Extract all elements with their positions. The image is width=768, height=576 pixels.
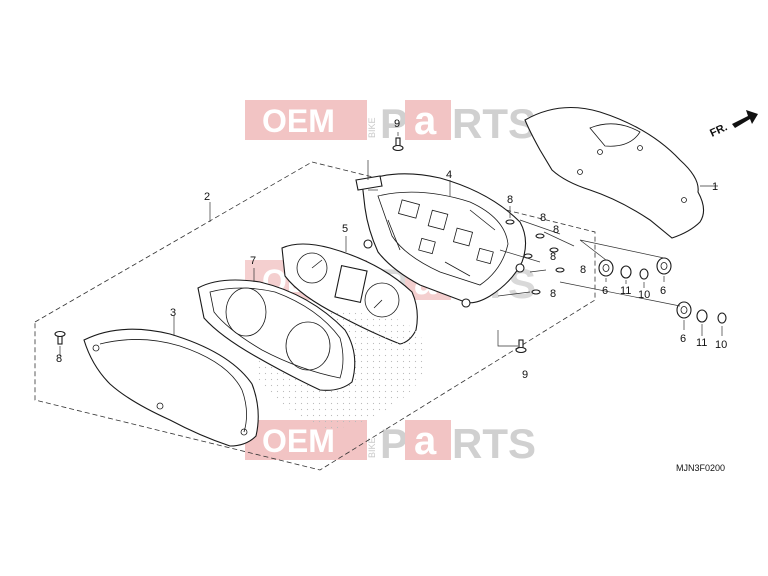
- outer-lens-clip: [92, 344, 100, 352]
- meter-case-shape: [361, 173, 527, 304]
- callout-8: 8: [550, 251, 556, 263]
- front-arrow-icon: [732, 110, 758, 128]
- meter-case-ribs: [387, 209, 496, 277]
- screw-9-top: [392, 137, 404, 152]
- callout-6: 6: [602, 285, 608, 297]
- callout-11: 11: [620, 285, 631, 297]
- watermark-top: OEM BIKE P a RTS: [245, 99, 536, 147]
- washer-11: [696, 309, 708, 323]
- mount-hardware-upper: [598, 257, 672, 280]
- meter-case-tab: [355, 175, 383, 191]
- grommet-6: [676, 301, 692, 319]
- callout-4: 4: [446, 169, 452, 181]
- watermark-oem-box: [245, 100, 367, 140]
- speedometer-dial: [296, 252, 328, 284]
- bezel-right-opening: [285, 321, 331, 371]
- upper-cover-hole: [681, 197, 687, 203]
- watermark-a-text: a: [414, 99, 437, 143]
- bezel-inner: [209, 287, 344, 379]
- screw-9-bottom: [515, 339, 527, 354]
- watermark-a-text-3: a: [414, 419, 437, 463]
- meter-case-mount: [363, 239, 373, 249]
- watermark-bike-text-3: BIKE: [367, 437, 377, 458]
- part-7-bezel: [197, 279, 356, 391]
- front-direction-indicator: FR.: [708, 110, 758, 140]
- watermark-a-box: [405, 100, 451, 140]
- watermark-p-text-3: P: [380, 420, 408, 467]
- callout-8-left: 8: [56, 353, 62, 365]
- upper-cover-hole: [597, 149, 603, 155]
- upper-cover-hole: [577, 169, 583, 175]
- speedometer-needle: [311, 259, 323, 269]
- grommet-6: [598, 259, 614, 277]
- callout-7: 7: [250, 255, 256, 267]
- callout-8: 8: [580, 264, 586, 276]
- meter-case-socket: [427, 209, 449, 231]
- watermark-a-box-3: [405, 420, 451, 460]
- outer-lens-clip: [240, 428, 248, 436]
- callout-9-bottom: 9: [522, 369, 528, 381]
- callout-labels: 1 2 3 4 5 7 9 9 8 8 8 8 8 8 8 6 6 6 11 1…: [56, 118, 727, 381]
- part-3-outer-lens: [83, 328, 259, 447]
- diagram-code: MJN3F0200: [676, 463, 725, 473]
- bezel-left-opening: [225, 287, 267, 337]
- outer-lens-clip: [156, 402, 164, 410]
- nut-10: [639, 268, 649, 280]
- meter-case-socket: [418, 237, 436, 255]
- meter-case-socket: [476, 247, 494, 265]
- callout-8: 8: [553, 224, 559, 236]
- callout-6: 6: [660, 285, 666, 297]
- callout-10: 10: [638, 289, 650, 301]
- watermark-rts-text: RTS: [452, 100, 536, 147]
- lcd-display: [334, 264, 368, 304]
- callout-8: 8: [540, 212, 546, 224]
- screws: [54, 137, 565, 354]
- callout-3: 3: [170, 307, 176, 319]
- callout-11: 11: [696, 337, 707, 349]
- screw-8-left: [54, 330, 66, 345]
- nut-10: [717, 312, 727, 324]
- part-1-upper-cover: [524, 107, 705, 239]
- callout-1: 1: [712, 181, 718, 193]
- assembly-outline-dashed: [34, 161, 596, 471]
- meter-case-mount: [461, 298, 471, 308]
- outer-lens-edge: [99, 339, 247, 433]
- callout-8: 8: [550, 288, 556, 300]
- upper-cover-shape: [524, 107, 705, 239]
- watermark-rts-text-3: RTS: [452, 420, 536, 467]
- watermark-bike-text: BIKE: [367, 117, 377, 138]
- mount-hardware-lower: [676, 301, 727, 324]
- grommet-6: [656, 257, 672, 275]
- watermark-oem-text: OEM: [262, 103, 335, 139]
- bezel-shape: [197, 279, 356, 391]
- callout-6: 6: [680, 333, 686, 345]
- callout-8: 8: [507, 194, 513, 206]
- leader-lines: [59, 132, 723, 356]
- front-label: FR.: [708, 121, 729, 139]
- washer-11: [620, 265, 632, 279]
- outer-lens-shape: [83, 328, 259, 447]
- watermark-p-text: P: [380, 100, 408, 147]
- upper-cover-hole: [637, 145, 643, 151]
- callout-10: 10: [715, 339, 727, 351]
- meter-case-socket: [452, 227, 474, 247]
- meter-case-mount: [515, 263, 525, 273]
- tachometer-needle: [373, 299, 383, 309]
- screw-8-group: [505, 219, 565, 295]
- part-4-meter-case: [355, 173, 527, 308]
- meter-case-socket: [398, 199, 420, 219]
- callout-2: 2: [204, 191, 210, 203]
- upper-cover-window: [589, 123, 641, 147]
- watermark-bottom: OEM BIKE P a RTS: [245, 419, 536, 467]
- callout-9-top: 9: [394, 118, 400, 130]
- meter-case-inner: [377, 191, 509, 286]
- callout-5: 5: [342, 223, 348, 235]
- watermark-oem-text-3: OEM: [262, 423, 335, 459]
